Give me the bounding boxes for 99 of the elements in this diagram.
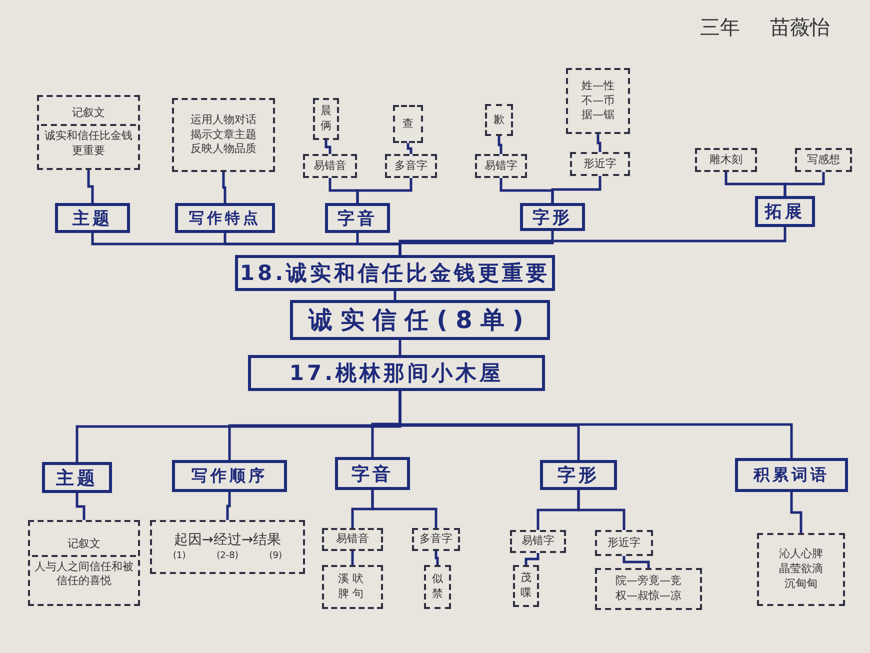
note-box <box>28 520 140 606</box>
connector-line <box>498 136 502 154</box>
connector-line <box>371 490 438 528</box>
node-text: (1) (2-8) (9) <box>173 550 282 563</box>
node-text: 易错音 <box>336 532 369 547</box>
note-box <box>424 565 451 609</box>
topic-box <box>325 203 390 233</box>
node-text: 主题 <box>72 208 112 230</box>
node-text: 易错字 <box>484 158 518 174</box>
node-text: 起因→经过→结果 <box>174 531 282 550</box>
topic-box <box>290 300 550 340</box>
topic-box <box>235 255 555 291</box>
note-box <box>595 530 653 556</box>
topic-box <box>55 203 130 233</box>
node-text: 姓—性不—币据—锯 <box>580 78 616 124</box>
node-text: 记叙文 <box>68 536 100 552</box>
note-box <box>313 98 339 140</box>
connector-line <box>398 340 402 355</box>
node-text: 字形 <box>558 464 600 487</box>
node-text: 易错音 <box>314 158 346 174</box>
note-box <box>322 565 383 609</box>
connector-line <box>394 291 396 300</box>
note-box <box>393 105 423 143</box>
note-box <box>510 530 566 553</box>
node-text: 字形 <box>532 206 572 228</box>
connector-line <box>351 551 354 565</box>
note-box <box>566 68 630 134</box>
node-text: 形近字 <box>608 536 640 550</box>
connector-line <box>577 490 626 530</box>
connector-line <box>622 556 650 568</box>
handwritten-note: 苗薇怡 <box>770 14 830 41</box>
node-text: 似禁 <box>431 572 444 602</box>
connector-line <box>790 492 802 533</box>
note-box <box>150 520 305 574</box>
topic-box <box>540 460 617 490</box>
node-text: 字音 <box>352 462 394 486</box>
node-text: 茂喋 <box>520 571 532 601</box>
connector-line <box>222 172 226 203</box>
node-text: 人与人之间信任和被信任的喜悦 <box>34 560 134 590</box>
note-box <box>172 98 275 172</box>
note-box <box>595 568 702 610</box>
node-text: 字音 <box>338 208 378 230</box>
topic-box <box>175 203 275 233</box>
note-box <box>385 154 437 178</box>
topic-box <box>42 462 112 493</box>
connector-line <box>524 553 540 565</box>
note-box <box>485 104 513 136</box>
connector-line <box>398 227 786 255</box>
note-box <box>303 154 357 178</box>
topic-box <box>172 460 287 492</box>
topic-box <box>755 196 815 227</box>
note-box <box>37 95 140 170</box>
note-box <box>322 528 383 551</box>
node-text: 拓展 <box>765 201 805 223</box>
node-text: 诚实和信任比金钱更重要 <box>44 129 134 159</box>
connector-line <box>434 551 439 565</box>
connector-line <box>324 140 332 154</box>
node-text: 写作顺序 <box>192 466 268 486</box>
connector-line <box>356 178 412 203</box>
connector-line <box>406 143 412 154</box>
node-text: 多音字 <box>394 158 428 174</box>
node-text: 院—旁竟—竞权—叔惊—凉 <box>614 574 682 604</box>
node-text: 18.诚实和信任比金钱更重要 <box>240 260 550 287</box>
connector-line <box>551 176 602 203</box>
note-box <box>757 533 845 606</box>
node-text: 诚实信任(8单) <box>308 305 532 336</box>
node-text: 运用人物对话揭示文章主题反映人物品质 <box>190 112 258 158</box>
node-text: 积累词语 <box>754 464 830 486</box>
note-box <box>412 528 460 551</box>
topic-box <box>735 458 848 492</box>
topic-box <box>248 355 545 391</box>
node-text: 溪吠脾句 <box>337 572 368 602</box>
node-text: 形近字 <box>584 156 616 172</box>
node-text: 记叙文 <box>72 106 105 122</box>
node-text: 沁人心脾晶莹欲滴沉甸甸 <box>778 547 824 592</box>
node-text: 多音字 <box>420 532 452 547</box>
topic-box <box>520 203 585 231</box>
node-text: 雕木刻 <box>710 152 742 168</box>
connector-line <box>87 170 94 203</box>
node-text: 查 <box>402 116 414 132</box>
node-text: 写感想 <box>807 152 840 168</box>
node-text: 写作特点 <box>189 208 261 228</box>
note-box <box>513 565 539 607</box>
topic-box <box>335 457 410 490</box>
node-text: 17.桃林那间小木屋 <box>289 360 504 387</box>
node-text: 晨俩 <box>320 104 332 134</box>
note-box <box>570 152 630 176</box>
handwritten-note: 三年 <box>700 14 740 41</box>
connector-line <box>76 493 86 520</box>
connector-line <box>226 492 231 520</box>
node-text: 歉 <box>494 112 504 128</box>
note-box <box>795 148 852 172</box>
note-box <box>475 154 527 178</box>
connector-line <box>596 134 602 152</box>
connector-line <box>784 172 825 196</box>
node-text: 主题 <box>56 466 98 490</box>
node-text: 易错字 <box>522 534 554 549</box>
note-box <box>695 148 757 172</box>
connector-line <box>398 391 793 458</box>
